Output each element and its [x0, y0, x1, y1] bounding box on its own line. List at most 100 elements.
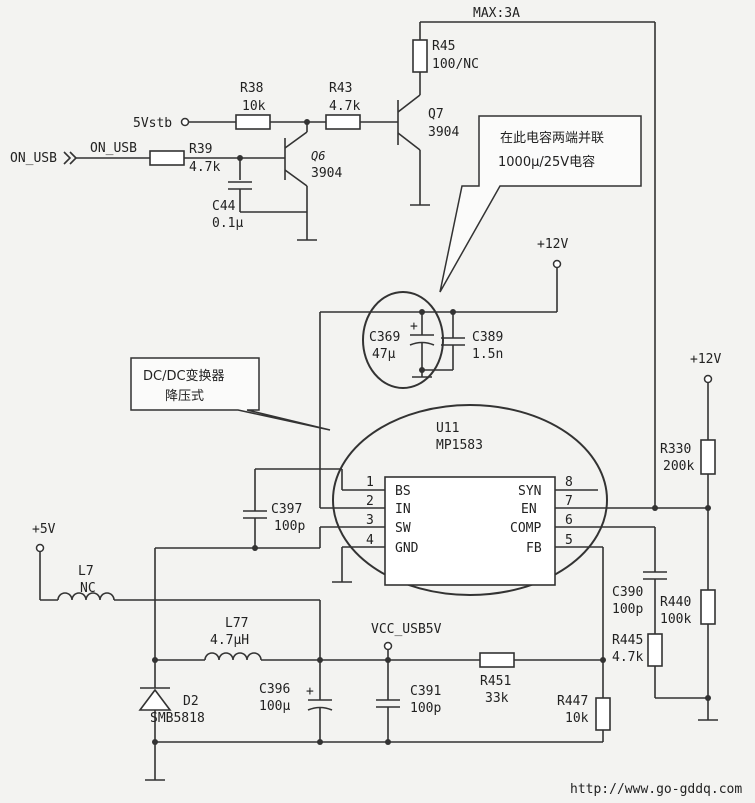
c369-label: C369 [369, 330, 400, 345]
vstb-terminal [180, 117, 190, 127]
ic-highlight-circle [332, 404, 608, 596]
bootstrap-cap: C397 100p [155, 468, 343, 551]
pin-fb-label: FB [526, 541, 542, 556]
v5-label: +5V [32, 522, 56, 537]
c389-label: C389 [472, 330, 503, 345]
pin-sw-label: SW [395, 521, 411, 536]
pin-gnd-label: GND [395, 541, 419, 556]
l7-label: L7 [78, 564, 94, 579]
pin7-number: 7 [565, 494, 573, 509]
r445-label: R445 [612, 633, 643, 648]
c44-value: 0.1μ [212, 216, 243, 231]
q7-value: 3904 [428, 125, 459, 140]
r451-value: 33k [485, 691, 509, 706]
ic-u11-body [384, 476, 556, 586]
pin8-number: 8 [565, 475, 573, 490]
c389-value: 1.5n [472, 347, 503, 362]
resistor-r330 [700, 439, 716, 475]
note-left-line1: DC/DC变换器 [143, 368, 225, 384]
note-top-line2: 1000μ/25V电容 [498, 154, 595, 170]
r447-label: R447 [557, 694, 588, 709]
l77-value: 4.7μH [210, 633, 249, 648]
pin-comp-label: COMP [510, 521, 541, 536]
d2-label: D2 [183, 694, 199, 709]
c391-label: C391 [410, 684, 441, 699]
input-capacitors: +12V + C369 47μ C389 1.5n [319, 237, 568, 508]
r445-value: 4.7k [612, 650, 643, 665]
connector-arrow-icon [63, 151, 78, 165]
resistor-r38 [235, 114, 271, 130]
resistor-r45 [412, 39, 428, 73]
pin-in-label: IN [395, 502, 411, 517]
pin-syn-label: SYN [518, 484, 541, 499]
diode-d2 [138, 688, 172, 711]
d2-value: SMB5818 [150, 711, 205, 726]
pin2-number: 2 [366, 494, 374, 509]
q6-value: 3904 [311, 166, 342, 181]
plus-sign: + [410, 319, 418, 334]
r447-value: 10k [565, 711, 589, 726]
r330-value: 200k [663, 459, 694, 474]
c397-label: C397 [271, 502, 302, 517]
l77-label: L77 [225, 616, 248, 631]
note-dcdc: DC/DC变换器 降压式 [130, 357, 331, 431]
highlight-circle [362, 291, 444, 389]
r45-value: 100/NC [432, 57, 479, 72]
source-url: http://www.go-gddq.com [570, 782, 742, 797]
resistor-r445 [647, 633, 663, 667]
q7-label: Q7 [428, 107, 444, 122]
ic-u11: U11 MP1583 1 2 3 4 BS IN SW GND 8 7 6 5 … [320, 404, 711, 596]
c44-label: C44 [212, 199, 236, 214]
on-usb-input-label: ON_USB [10, 151, 57, 166]
pin5-number: 5 [565, 533, 573, 548]
resistor-r451 [479, 652, 515, 668]
u11-part: MP1583 [436, 438, 483, 453]
c390-label: C390 [612, 585, 643, 600]
r39-value: 4.7k [189, 160, 220, 175]
on-usb-net-label: ON_USB [90, 141, 137, 156]
v12-right-label: +12V [690, 352, 721, 367]
pin-en-label: EN [521, 502, 537, 517]
pin-bs-label: BS [395, 484, 411, 499]
note-parallel-capacitor: 在此电容两端并联 1000μ/25V电容 [439, 115, 642, 293]
v12-top-label: +12V [537, 237, 568, 252]
plus-sign-c396: + [306, 684, 314, 699]
inductor-l7 [57, 592, 115, 601]
v5-terminal [35, 543, 45, 553]
vcc-usb-label: VCC_USB5V [371, 622, 442, 637]
v12-right-terminal [703, 374, 713, 384]
c397-value: 100p [274, 519, 305, 534]
c391-value: 100p [410, 701, 441, 716]
l7-value: NC [80, 581, 96, 596]
v12-top-terminal [552, 259, 562, 269]
output-stage: +5V L7 NC L77 4.7μH VCC_USB5V R451 33k [32, 522, 611, 781]
r440-value: 100k [660, 612, 691, 627]
enable-divider: +12V R330 200k R440 100k C390 100p R445 … [612, 352, 721, 721]
pin6-number: 6 [565, 513, 573, 528]
r38-label: R38 [240, 81, 263, 96]
note-top-line1: 在此电容两端并联 [500, 130, 604, 146]
pin1-number: 1 [366, 475, 374, 490]
resistor-r43 [325, 114, 361, 130]
r38-value: 10k [242, 99, 266, 114]
r43-label: R43 [329, 81, 352, 96]
r451-label: R451 [480, 674, 511, 689]
max-current-label: MAX:3A [473, 6, 520, 21]
pin4-number: 4 [366, 533, 374, 548]
r45-label: R45 [432, 39, 455, 54]
switch-circuit: MAX:3A R45 100/NC Q7 3904 5Vstb R38 10k … [10, 6, 656, 508]
r440-label: R440 [660, 595, 691, 610]
resistor-r440 [700, 589, 716, 625]
vcc-usb-terminal [383, 641, 393, 651]
resistor-r447 [595, 697, 611, 731]
u11-label: U11 [436, 421, 459, 436]
inductor-l77 [204, 652, 262, 661]
r39-label: R39 [189, 142, 212, 157]
c396-value: 100μ [259, 699, 290, 714]
resistor-r39 [149, 150, 185, 166]
c396-label: C396 [259, 682, 290, 697]
pin3-number: 3 [366, 513, 374, 528]
vstb-label: 5Vstb [133, 116, 172, 131]
q6-label: Q6 [311, 149, 325, 163]
